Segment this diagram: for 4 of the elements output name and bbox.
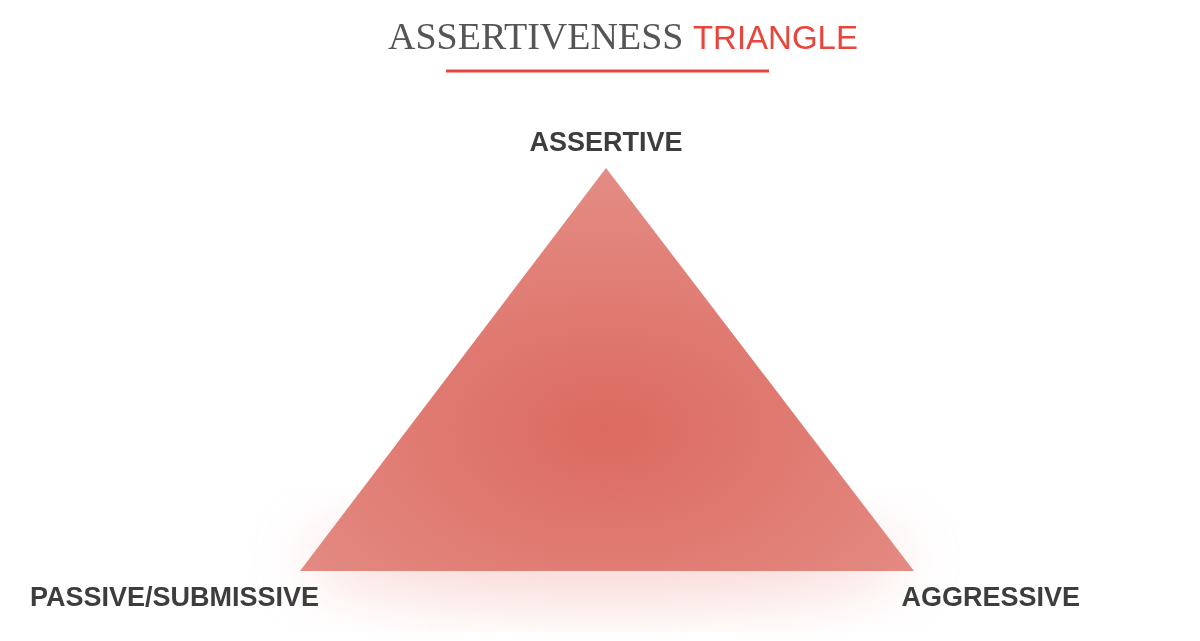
- title: ASSERTIVENESS TRIANGLE: [388, 14, 858, 58]
- corner-label: ASSERTIVE: [529, 127, 683, 158]
- corner-label: PASSIVE/SUBMISSIVE: [30, 582, 320, 613]
- corner-label: AGGRESSIVE: [901, 582, 1080, 613]
